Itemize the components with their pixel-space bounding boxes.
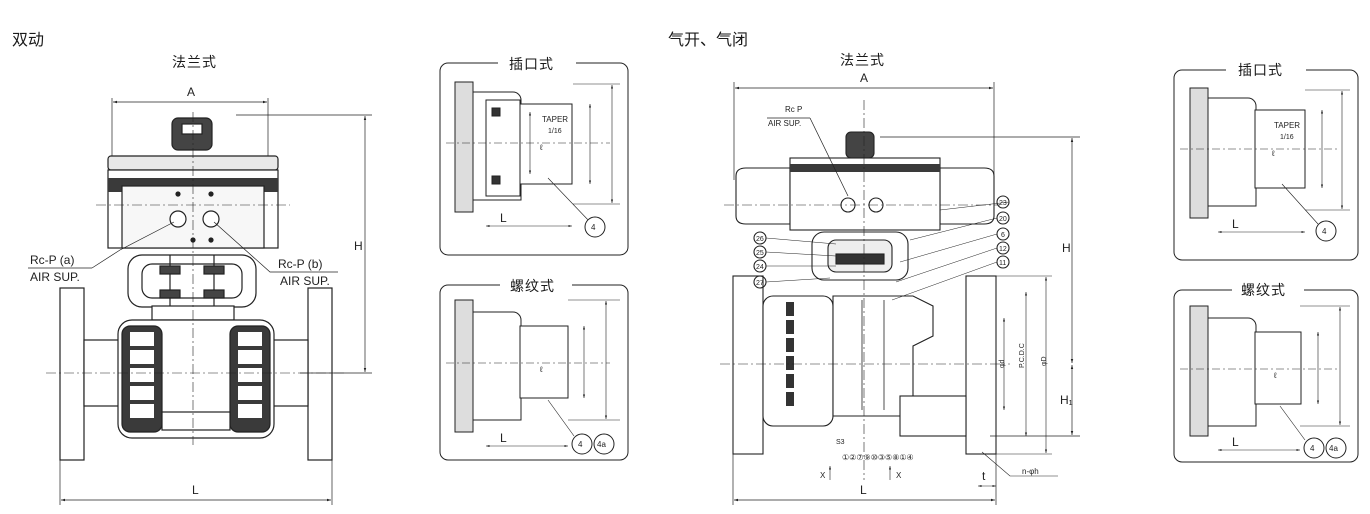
socket-panel-right: TAPER 1/16 ℓ L 4	[1173, 60, 1359, 261]
heading-air-open-close: 气开、气闭	[668, 30, 749, 49]
balloon-4-socket-right: 4	[1322, 227, 1327, 236]
dim-H-right: H	[1062, 241, 1071, 255]
dim-A-left: A	[187, 85, 195, 99]
label-ell-thread-left: ℓ	[539, 365, 543, 374]
label-n-phi-h: n-φh	[1022, 467, 1039, 476]
balloon-6: 6	[1001, 232, 1005, 239]
double-acting-valve-drawing	[28, 98, 372, 505]
balloon-26: 26	[756, 236, 764, 243]
balloon-24: 24	[756, 264, 764, 271]
title-socket-right: 插口式	[1234, 60, 1287, 80]
label-air-sup-right: AIR SUP.	[768, 119, 801, 128]
dim-H-left: H	[354, 239, 363, 253]
socket-panel-left: TAPER 1/16 ℓ L 4	[439, 54, 629, 256]
balloon-23: 23	[999, 200, 1007, 207]
title-thread-right: 螺纹式	[1237, 280, 1290, 300]
label-X-left: X	[820, 471, 826, 480]
dim-L-socket-right: L	[1232, 217, 1239, 231]
label-rc-b: Rc-P (b)	[278, 257, 322, 271]
balloon-25: 25	[756, 250, 764, 257]
balloon-4a-thread-right: 4a	[1329, 444, 1338, 453]
label-taper-sub-left: 1/16	[548, 128, 562, 135]
dim-t: t	[982, 469, 986, 483]
heading-double-acting: 双动	[12, 30, 45, 49]
dim-A-right: A	[860, 71, 868, 85]
dim-L-right: L	[860, 483, 867, 497]
title-flange-right: 法兰式	[840, 53, 885, 69]
label-X-right: X	[896, 471, 902, 480]
label-S3: S3	[836, 439, 845, 446]
label-ell-right: ℓ	[1271, 149, 1275, 158]
balloon-27: 27	[756, 280, 764, 287]
label-rc-a: Rc-P (a)	[30, 253, 74, 267]
balloon-11: 11	[999, 260, 1006, 267]
thread-panel-left: ℓ L 4 4a	[439, 276, 629, 461]
label-taper-right: TAPER	[1274, 121, 1300, 130]
balloon-20: 20	[999, 216, 1007, 223]
label-phi-D: φD	[1041, 356, 1048, 366]
label-taper-sub-right: 1/16	[1280, 134, 1294, 141]
title-thread-left: 螺纹式	[506, 276, 559, 296]
balloons-bottom-row: ①②⑦⑨⑩③⑤⑧①④	[842, 453, 914, 462]
balloon-4a-thread-left: 4a	[597, 440, 606, 449]
label-ell-thread-right: ℓ	[1273, 371, 1277, 380]
label-taper-left: TAPER	[542, 115, 568, 124]
label-ell-left: ℓ	[539, 143, 543, 152]
dim-L-left: L	[192, 483, 199, 497]
title-socket-left: 插口式	[505, 54, 558, 74]
air-open-close-valve-drawing	[720, 82, 1080, 505]
label-air-sup-a: AIR SUP.	[30, 270, 80, 284]
label-rc-p: Rc P	[785, 105, 802, 114]
title-flange-left: 法兰式	[172, 55, 217, 71]
dim-H1-right: H₁	[1060, 393, 1073, 407]
dim-L-thread-right: L	[1232, 435, 1239, 449]
thread-panel-right: ℓ L 4 4a	[1173, 280, 1359, 463]
balloon-12: 12	[999, 246, 1007, 253]
balloon-4-socket-left: 4	[591, 223, 596, 232]
label-phi-d: φd	[999, 359, 1006, 368]
balloons-callouts: 23 20 6 12 11 26 25 24 27	[756, 200, 1007, 287]
balloon-4-thread-right: 4	[1310, 444, 1315, 453]
label-pcd: P.C.D.C	[1019, 343, 1026, 368]
balloon-4-thread-left: 4	[578, 440, 583, 449]
dim-L-socket-left: L	[500, 211, 507, 225]
label-air-sup-b: AIR SUP.	[280, 274, 330, 288]
dim-L-thread-left: L	[500, 431, 507, 445]
